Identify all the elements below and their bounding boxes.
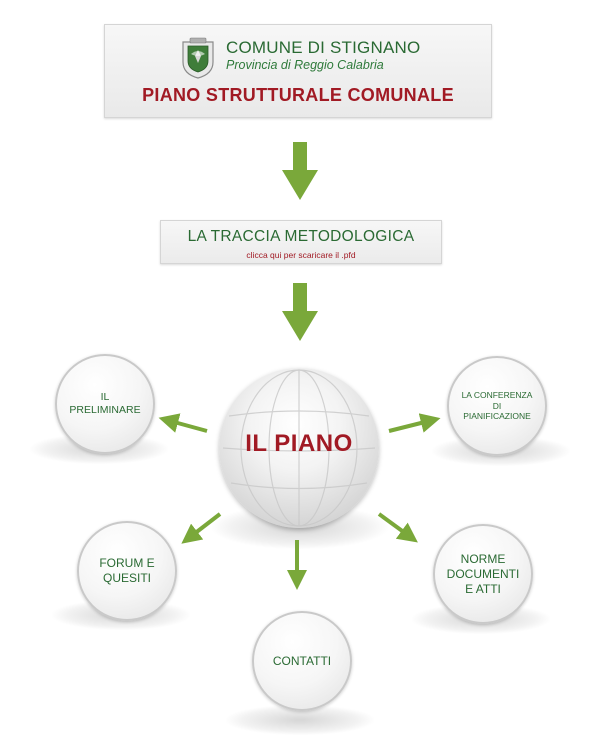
il-piano-label: IL PIANO — [245, 430, 353, 457]
il-preliminare-label: IL PRELIMINARE — [69, 390, 141, 416]
norme-documenti-button[interactable]: NORME DOCUMENTI E ATTI — [433, 524, 533, 624]
download-pdf-link[interactable]: clicca qui per scaricare il .pfd — [246, 250, 356, 260]
header-box: COMUNE DI STIGNANO Provincia di Reggio C… — [104, 24, 492, 118]
il-preliminare-button[interactable]: IL PRELIMINARE — [55, 354, 155, 454]
arrow-to-preliminare — [158, 413, 208, 433]
la-conferenza-label: LA CONFERENZA DI PIANIFICAZIONE — [461, 390, 533, 422]
down-arrow-icon — [282, 283, 318, 341]
la-conferenza-button[interactable]: LA CONFERENZA DI PIANIFICAZIONE — [447, 356, 547, 456]
globe-grid — [222, 369, 376, 527]
province-subtitle: Provincia di Reggio Calabria — [226, 58, 384, 72]
contatti-label: CONTATTI — [272, 653, 332, 668]
arrow-to-conferenza — [388, 413, 441, 433]
forum-quesiti-label: FORUM E QUESITI — [99, 556, 155, 585]
norme-documenti-label: NORME DOCUMENTI E ATTI — [446, 551, 520, 596]
traccia-metodologica-title: LA TRACCIA METODOLOGICA — [187, 228, 415, 245]
plan-title: PIANO STRUTTURALE COMUNALE — [142, 85, 454, 105]
down-arrow-icon — [282, 142, 318, 200]
contatti-button[interactable]: CONTATTI — [252, 611, 352, 711]
municipality-title: COMUNE DI STIGNANO — [226, 38, 421, 57]
traccia-metodologica-button[interactable]: LA TRACCIA METODOLOGICA clicca qui per s… — [160, 220, 442, 264]
forum-quesiti-button[interactable]: FORUM E QUESITI — [77, 521, 177, 621]
il-piano-sphere[interactable] — [219, 368, 379, 528]
coat-of-arms-icon — [182, 37, 214, 79]
